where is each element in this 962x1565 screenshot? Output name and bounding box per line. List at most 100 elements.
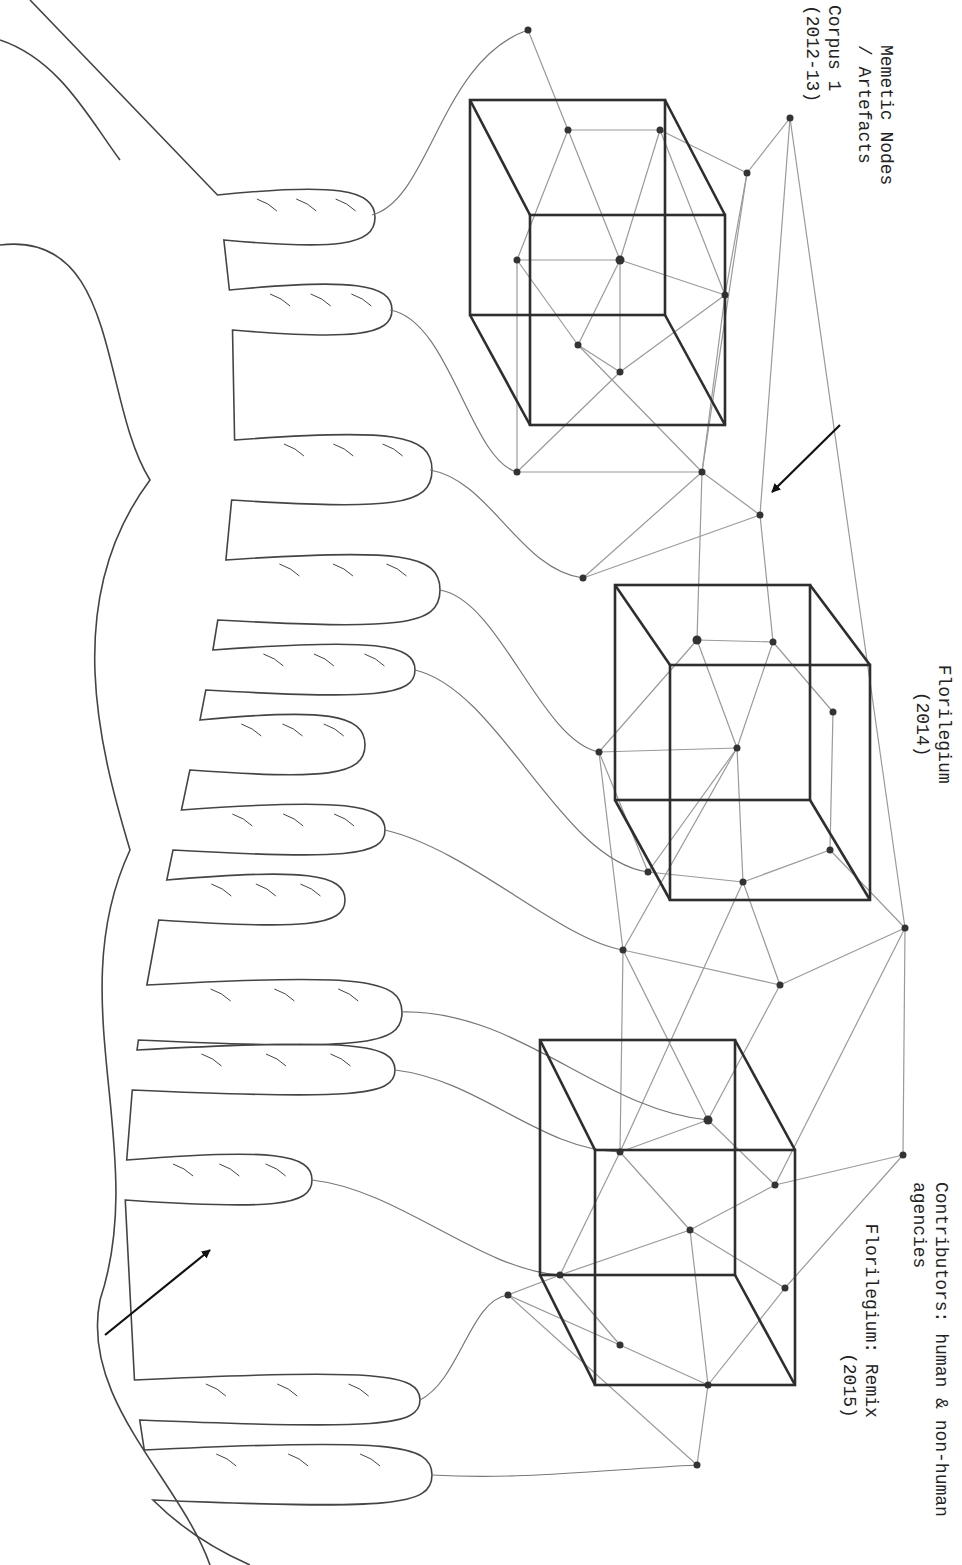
memetic-dot: [902, 925, 909, 932]
network-line: [583, 515, 760, 578]
texture-stroke: [333, 444, 353, 456]
texture-stroke: [360, 1454, 380, 1466]
texture-stroke: [241, 724, 261, 736]
network-line: [599, 748, 737, 752]
network-line: [708, 985, 780, 1120]
rotated-label: Memetic Nodes / Artefacts: [853, 45, 897, 196]
network-line: [697, 472, 702, 640]
memetic-dot: [740, 879, 747, 886]
network-line: [697, 640, 773, 642]
network-line: [623, 950, 780, 985]
texture-stroke: [296, 199, 316, 211]
thread-line: [395, 1070, 620, 1152]
memetic-dot: [645, 869, 652, 876]
texture-stroke: [219, 1164, 239, 1176]
memetic-dot: [620, 947, 627, 954]
network-line: [568, 129, 660, 130]
network-line: [708, 1288, 785, 1385]
memetic-dot: [693, 636, 702, 645]
texture-stroke: [386, 564, 406, 576]
thread-line: [415, 670, 648, 872]
label-text: Florilegium: Remix (2015): [839, 1223, 881, 1417]
texture-stroke: [351, 294, 371, 306]
network-line: [517, 471, 702, 472]
texture-stroke: [206, 1384, 226, 1396]
texture-stroke: [311, 294, 331, 306]
label-text: Corpus 1 (2012-13): [802, 5, 844, 102]
network-line: [620, 1345, 708, 1385]
network-line: [660, 130, 747, 173]
texture-stroke: [216, 1454, 236, 1466]
memetic-dot: [617, 1342, 624, 1349]
network-line: [760, 118, 790, 515]
texture-stroke: [173, 1164, 193, 1176]
network-line: [508, 1295, 697, 1465]
texture-stroke: [266, 1164, 286, 1176]
texture-stroke: [283, 814, 303, 826]
contributor-outline: [0, 244, 210, 1565]
network-line: [517, 259, 620, 260]
texture-stroke: [364, 654, 384, 666]
network-line: [620, 295, 725, 372]
texture-stroke: [334, 814, 354, 826]
network-line: [528, 30, 568, 130]
cube-outline: [540, 1040, 795, 1385]
cube-node: Corpus 1 (2012-13): [470, 100, 725, 425]
network-line: [623, 748, 737, 950]
memetic-dot: [575, 342, 582, 349]
memetic-dot: [777, 982, 784, 989]
leader-arrow: [772, 425, 840, 492]
thread-line: [312, 1180, 560, 1275]
texture-stroke: [274, 989, 294, 1001]
texture-stroke: [336, 199, 356, 211]
cube-outline: [470, 100, 725, 425]
texture-stroke: [300, 884, 320, 896]
network-line: [620, 1120, 708, 1152]
texture-stroke: [263, 654, 283, 666]
memetic-dot: [757, 512, 764, 519]
memetic-dot: [514, 469, 521, 476]
memetic-dot: [787, 115, 794, 122]
network-line: [737, 748, 743, 882]
memetic-dot: [827, 847, 834, 854]
memetic-dot: [770, 639, 777, 646]
network-line: [508, 1295, 620, 1345]
memetic-dot: [617, 369, 624, 376]
network-line: [780, 928, 905, 985]
thread-line: [432, 1465, 697, 1476]
network-line: [560, 1230, 690, 1275]
network-line: [830, 712, 833, 850]
texture-stroke: [256, 884, 276, 896]
network-line: [697, 640, 737, 748]
texture-stroke: [324, 724, 344, 736]
network-line: [708, 1120, 775, 1185]
texture-stroke: [211, 989, 231, 1001]
memetic-dot: [694, 1462, 701, 1469]
texture-stroke: [279, 564, 299, 576]
network-line: [578, 345, 702, 472]
network-line: [583, 472, 702, 578]
texture-stroke: [270, 294, 290, 306]
network-line: [743, 850, 830, 882]
network-line: [785, 1155, 903, 1288]
label-text: Contributors: human & non-human agencies: [909, 1182, 951, 1517]
network-line: [578, 345, 620, 372]
thread-line: [440, 590, 599, 752]
network-line: [620, 130, 660, 260]
network-line: [648, 748, 737, 872]
network-line: [702, 472, 760, 515]
thread-line: [402, 1012, 708, 1120]
network-line: [620, 950, 623, 1152]
network-line: [517, 130, 568, 260]
memetic-dot: [596, 749, 603, 756]
texture-stroke: [277, 1384, 297, 1396]
texture-stroke: [283, 724, 303, 736]
rotated-label: Corpus 1 (2012-13): [801, 5, 845, 108]
network-line: [568, 130, 620, 260]
thread-line: [390, 310, 517, 472]
network-line: [697, 1385, 708, 1465]
texture-stroke: [284, 444, 304, 456]
texture-stroke: [349, 1384, 369, 1396]
thread-line: [372, 30, 528, 215]
network-line: [790, 118, 905, 928]
